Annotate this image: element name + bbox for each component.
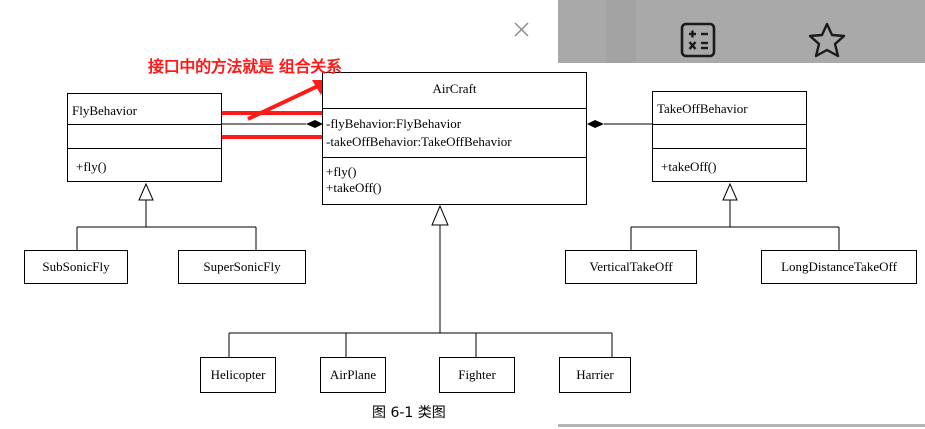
annotation-text: 接口中的方法就是 组合关系 — [148, 57, 342, 76]
airplane-class: AirPlane — [320, 357, 386, 393]
subsonicfly-class: SubSonicFly — [24, 250, 128, 284]
takeoff-behavior-class: TakeOffBehavior +takeOff() — [652, 91, 807, 182]
method-takeoff: +takeOff() — [661, 159, 717, 174]
class-name: FlyBehavior — [72, 103, 137, 118]
star-icon[interactable] — [808, 22, 846, 58]
figure-caption: 图 6-1 类图 — [372, 405, 446, 421]
verticaltakeoff-class: VerticalTakeOff — [565, 250, 697, 284]
fighter-class: Fighter — [439, 357, 515, 393]
fly-behavior-class: FlyBehavior +fly() — [67, 93, 222, 182]
class-name: AirCraft — [432, 81, 477, 96]
aircraft-class: AirCraft -flyBehavior:FlyBehavior -takeO… — [322, 72, 587, 205]
attribute-takeoff-behavior: -takeOffBehavior:TakeOffBehavior — [326, 134, 512, 149]
method-fly: +fly() — [76, 159, 107, 174]
supersonicfly-class: SuperSonicFly — [178, 250, 306, 284]
calculator-icon[interactable] — [680, 22, 716, 58]
attribute-fly-behavior: -flyBehavior:FlyBehavior — [326, 116, 462, 131]
method-takeoff: +takeOff() — [326, 180, 382, 195]
longdistancetakeoff-class: LongDistanceTakeOff — [761, 250, 917, 284]
harrier-class: Harrier — [559, 357, 631, 393]
method-fly: +fly() — [326, 164, 357, 179]
close-icon[interactable] — [512, 20, 532, 40]
panel-divider — [558, 424, 925, 427]
helicopter-class: Helicopter — [200, 357, 276, 393]
toolbar-panel — [558, 0, 925, 63]
class-name: TakeOffBehavior — [657, 101, 748, 116]
